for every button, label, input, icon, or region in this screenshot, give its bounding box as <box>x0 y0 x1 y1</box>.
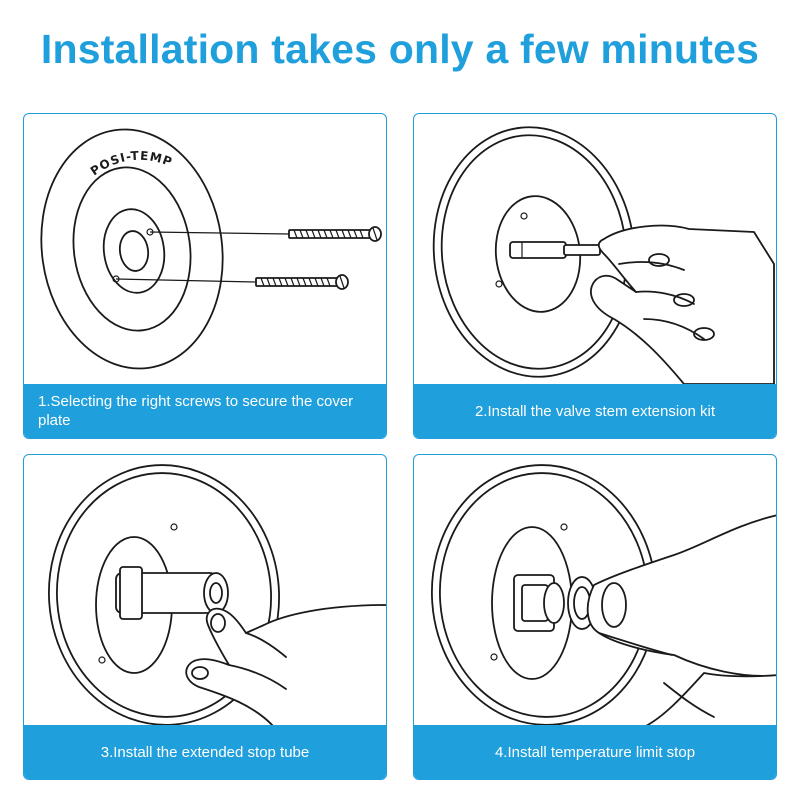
posi-temp-logo-text: POSI-TEMP <box>88 149 174 179</box>
hand <box>185 604 386 727</box>
step-1-panel: POSI-TEMP 1.Selecting the right screws t… <box>23 113 387 439</box>
hand <box>586 514 776 727</box>
step-3-panel: 3.Install the extended stop tube <box>23 454 387 780</box>
step-3-caption: 3.Install the extended stop tube <box>24 725 386 779</box>
screw-lower <box>255 274 349 290</box>
page-title: Installation takes only a few minutes <box>40 26 760 72</box>
valve-stem-extension-illustration <box>432 126 775 385</box>
hand <box>590 224 775 385</box>
step-1-caption: 1.Selecting the right screws to secure t… <box>24 384 386 438</box>
screw-upper <box>288 226 382 242</box>
cover-plate-screws-illustration: POSI-TEMP <box>40 128 382 370</box>
temperature-limit-stop-illustration <box>431 464 776 727</box>
step-2-panel: 2.Install the valve stem extension kit <box>413 113 777 439</box>
step-4-panel: 4.Install temperature limit stop <box>413 454 777 780</box>
svg-text:POSI-TEMP: POSI-TEMP <box>88 149 175 179</box>
step-4-caption: 4.Install temperature limit stop <box>414 725 776 779</box>
step-2-caption: 2.Install the valve stem extension kit <box>414 384 776 438</box>
extended-stop-tube-illustration <box>48 464 386 727</box>
